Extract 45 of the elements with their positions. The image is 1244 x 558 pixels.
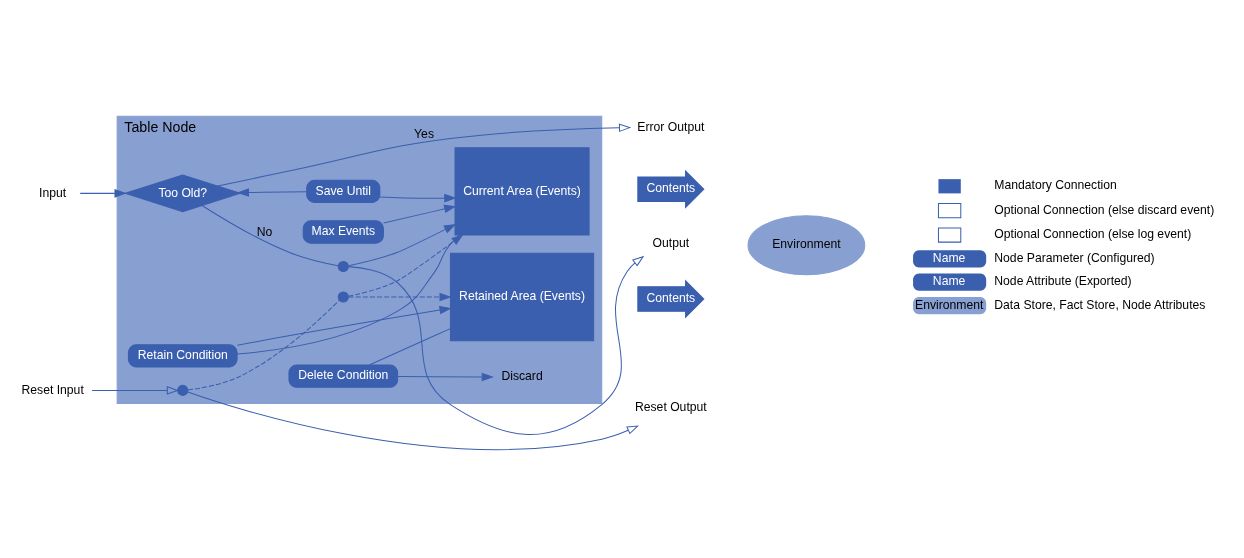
arrow (379, 193, 457, 203)
edge-label: No (256, 224, 273, 239)
node-text: Error Output (637, 119, 705, 134)
node-ellipse: Environment (747, 215, 866, 276)
node-circle (337, 260, 349, 273)
legend-label: Data Store, Fact Store, Node Attributes (994, 297, 1206, 312)
node-text: Output (652, 236, 690, 251)
connector (187, 299, 340, 391)
legend-label: Node Parameter (Configured) (994, 251, 1155, 266)
node-box: Delete Condition (288, 364, 399, 388)
node-box: Save Until (306, 179, 381, 203)
label: Name (932, 274, 966, 289)
arrow (348, 292, 452, 302)
arrow (383, 204, 457, 224)
node-text: Reset Input (21, 382, 84, 397)
edge-label: Yes (414, 127, 434, 142)
node-circle (177, 384, 189, 396)
node-circle (337, 291, 349, 303)
arrow (397, 372, 494, 382)
legend-label: Mandatory Connection (994, 178, 1117, 193)
node-text: Input (39, 185, 67, 200)
node-text: Discard (501, 369, 543, 384)
arrow (236, 188, 308, 197)
node-box: Retain Condition (127, 344, 238, 368)
arrow (217, 123, 632, 187)
node-diamond: Too Old? (123, 174, 242, 213)
legend-label: Node Attribute (Exported) (994, 274, 1132, 289)
arrow (187, 391, 640, 450)
label: Environment (915, 297, 984, 312)
arrow (348, 224, 457, 267)
connector (201, 205, 339, 267)
label: Name (932, 251, 966, 266)
node-box: Current Area (Events) (454, 147, 590, 236)
node-text: Reset Output (634, 399, 707, 414)
arrow (348, 255, 645, 436)
legend-label: Optional Connection (else log event) (994, 227, 1192, 242)
node-box: Max Events (302, 220, 384, 244)
arrow (236, 305, 452, 346)
arrow (79, 189, 127, 198)
legend-label: Optional Connection (else discard event) (994, 202, 1215, 217)
connector (236, 234, 460, 355)
connector (368, 328, 451, 366)
arrow (347, 234, 464, 297)
node-box: Retained Area (Events) (449, 252, 595, 342)
arrow (91, 386, 179, 395)
